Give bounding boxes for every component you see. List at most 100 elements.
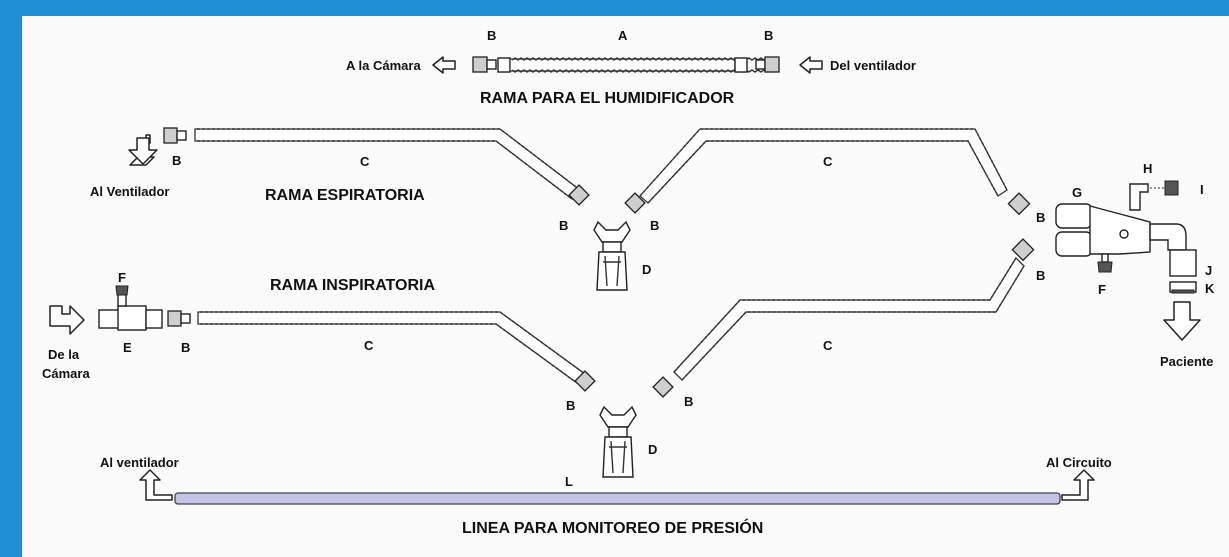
temperature-port-e-body xyxy=(117,305,147,331)
expiratory-water-trap xyxy=(596,251,628,291)
pressure-line-tube xyxy=(174,492,1061,505)
port-f-stem xyxy=(117,293,127,307)
inspiratory-hose-left xyxy=(197,311,586,384)
letter-b-exp-far-right: B xyxy=(1036,210,1045,225)
from-ventilator-label: Del ventilador xyxy=(830,58,916,73)
inspiratory-connector-b-y-right xyxy=(652,376,674,398)
temperature-port-e xyxy=(98,309,120,329)
wye-g-upper-port xyxy=(1055,203,1093,229)
humidifier-hose-end-left xyxy=(497,57,511,73)
letter-g: G xyxy=(1072,185,1082,200)
from-chamber-label-1: De la xyxy=(48,347,80,362)
wye-g-port-hole xyxy=(1119,229,1129,239)
from-ventilator-arrow-icon xyxy=(799,56,823,74)
humidifier-hose-a-corrugation xyxy=(511,57,777,73)
expiratory-connector-b-y-right xyxy=(624,192,646,214)
from-chamber-arrow-icon xyxy=(49,305,85,335)
to-ventilator-down-arrow-icon xyxy=(128,137,158,165)
expiratory-connector-b-left-small xyxy=(176,130,187,141)
inspiratory-y-piece xyxy=(599,405,637,428)
letter-f-wye: F xyxy=(1098,282,1106,297)
wye-g-lower-port xyxy=(1055,231,1093,257)
letter-b-exp-y-right: B xyxy=(650,218,659,233)
letter-k: K xyxy=(1205,281,1215,296)
to-circuit-label: Al Circuito xyxy=(1046,455,1112,470)
connector-b-right-small xyxy=(755,59,766,70)
expiratory-connector-b-y-left xyxy=(568,184,590,206)
inspiratory-branch: De la Cámara F E B C C B xyxy=(42,238,1045,478)
port-f-wye-cap-icon xyxy=(1097,261,1113,273)
humidifier-hose-end-right xyxy=(734,57,748,73)
letter-c-insp-right: C xyxy=(823,338,833,353)
inspiratory-hose-right-edge xyxy=(673,257,1025,381)
inspiratory-connector-b-left-small xyxy=(180,313,191,324)
humidifier-hose-a xyxy=(509,58,736,72)
cap-i-icon xyxy=(1164,180,1179,196)
letter-b-hum-left: B xyxy=(487,28,496,43)
to-chamber-label: A la Cámara xyxy=(346,58,421,73)
pressure-line-title: LINEA PARA MONITOREO DE PRESIÓN xyxy=(462,518,763,537)
letter-b-insp-y-right: B xyxy=(684,394,693,409)
letter-b-exp-left: B xyxy=(172,153,181,168)
to-patient-arrow-icon xyxy=(1163,301,1201,341)
wye-g-body xyxy=(1089,205,1151,255)
tube-j xyxy=(1169,249,1197,277)
letter-c-insp-left: C xyxy=(364,338,374,353)
inspiratory-connector-b-left xyxy=(167,310,182,327)
connector-b-right xyxy=(764,56,780,73)
inspiratory-connector-b-y-left xyxy=(574,370,596,392)
expiratory-hose-left-edge xyxy=(197,128,581,200)
expiratory-hose-right-edge xyxy=(639,128,1008,204)
inspiratory-connector-b-far-right xyxy=(1011,238,1035,262)
inspiratory-hose-right xyxy=(673,256,1025,381)
expiratory-connector-b-far-right xyxy=(1007,192,1031,216)
letter-b-insp-left: B xyxy=(181,340,190,355)
letter-j: J xyxy=(1205,263,1212,278)
to-ventilator-pressure-label: Al ventilador xyxy=(100,455,179,470)
letter-f-insp: F xyxy=(118,270,126,285)
elbow-h xyxy=(1129,183,1149,211)
letter-b-insp-far-right: B xyxy=(1036,268,1045,283)
port-f-wye-stem xyxy=(1101,253,1109,263)
letter-c-exp-right: C xyxy=(823,154,833,169)
inspiratory-branch-title: RAMA INSPIRATORIA xyxy=(270,277,435,294)
expiratory-connector-b-left xyxy=(163,127,178,144)
to-patient-label: Paciente xyxy=(1160,354,1213,369)
pressure-monitoring-line: Al ventilador L Al Circuito LINEA PARA M… xyxy=(100,455,1112,537)
patient-wye-assembly: G H I F J K Paciente xyxy=(1055,161,1215,369)
letter-b-exp-y-left: B xyxy=(559,218,568,233)
to-chamber-arrow-icon xyxy=(432,56,456,74)
patient-elbow xyxy=(1149,223,1187,251)
to-ventilator-expiratory-label: Al Ventilador xyxy=(90,184,169,199)
letter-b-insp-y-left: B xyxy=(566,398,575,413)
letter-i: I xyxy=(1200,182,1204,197)
letter-d-exp: D xyxy=(642,262,651,277)
inspiratory-water-trap-top xyxy=(608,426,628,438)
letter-l: L xyxy=(565,474,573,489)
inspiratory-hose-left-edge xyxy=(200,311,586,384)
connector-k-base xyxy=(1171,289,1195,294)
letter-a: A xyxy=(618,28,628,43)
port-f-cap-icon xyxy=(115,285,129,296)
inspiratory-water-trap xyxy=(602,436,634,478)
expiratory-water-trap-top xyxy=(602,241,622,253)
connector-b-left-small xyxy=(486,59,497,70)
expiratory-y-piece xyxy=(593,220,631,243)
to-circuit-arrow-icon xyxy=(1061,469,1095,501)
letter-d-insp: D xyxy=(648,442,657,457)
letter-c-exp-left: C xyxy=(360,154,370,169)
humidifier-branch: A la Cámara Del ventilador B A B RAMA PA… xyxy=(346,28,916,107)
connector-b-left xyxy=(472,56,488,73)
to-ventilator-pressure-arrow-icon xyxy=(139,469,173,501)
letter-h: H xyxy=(1143,161,1152,176)
from-chamber-label-2: Cámara xyxy=(42,366,90,381)
temperature-port-e-end xyxy=(145,309,163,329)
letter-b-hum-right: B xyxy=(764,28,773,43)
expiratory-branch: Al Ventilador B C C B B B D xyxy=(90,127,1045,291)
letter-e: E xyxy=(123,340,132,355)
expiratory-water-trap-inner xyxy=(603,255,621,287)
humidifier-branch-title: RAMA PARA EL HUMIDIFICADOR xyxy=(480,90,735,107)
inspiratory-water-trap-inner xyxy=(609,440,627,474)
